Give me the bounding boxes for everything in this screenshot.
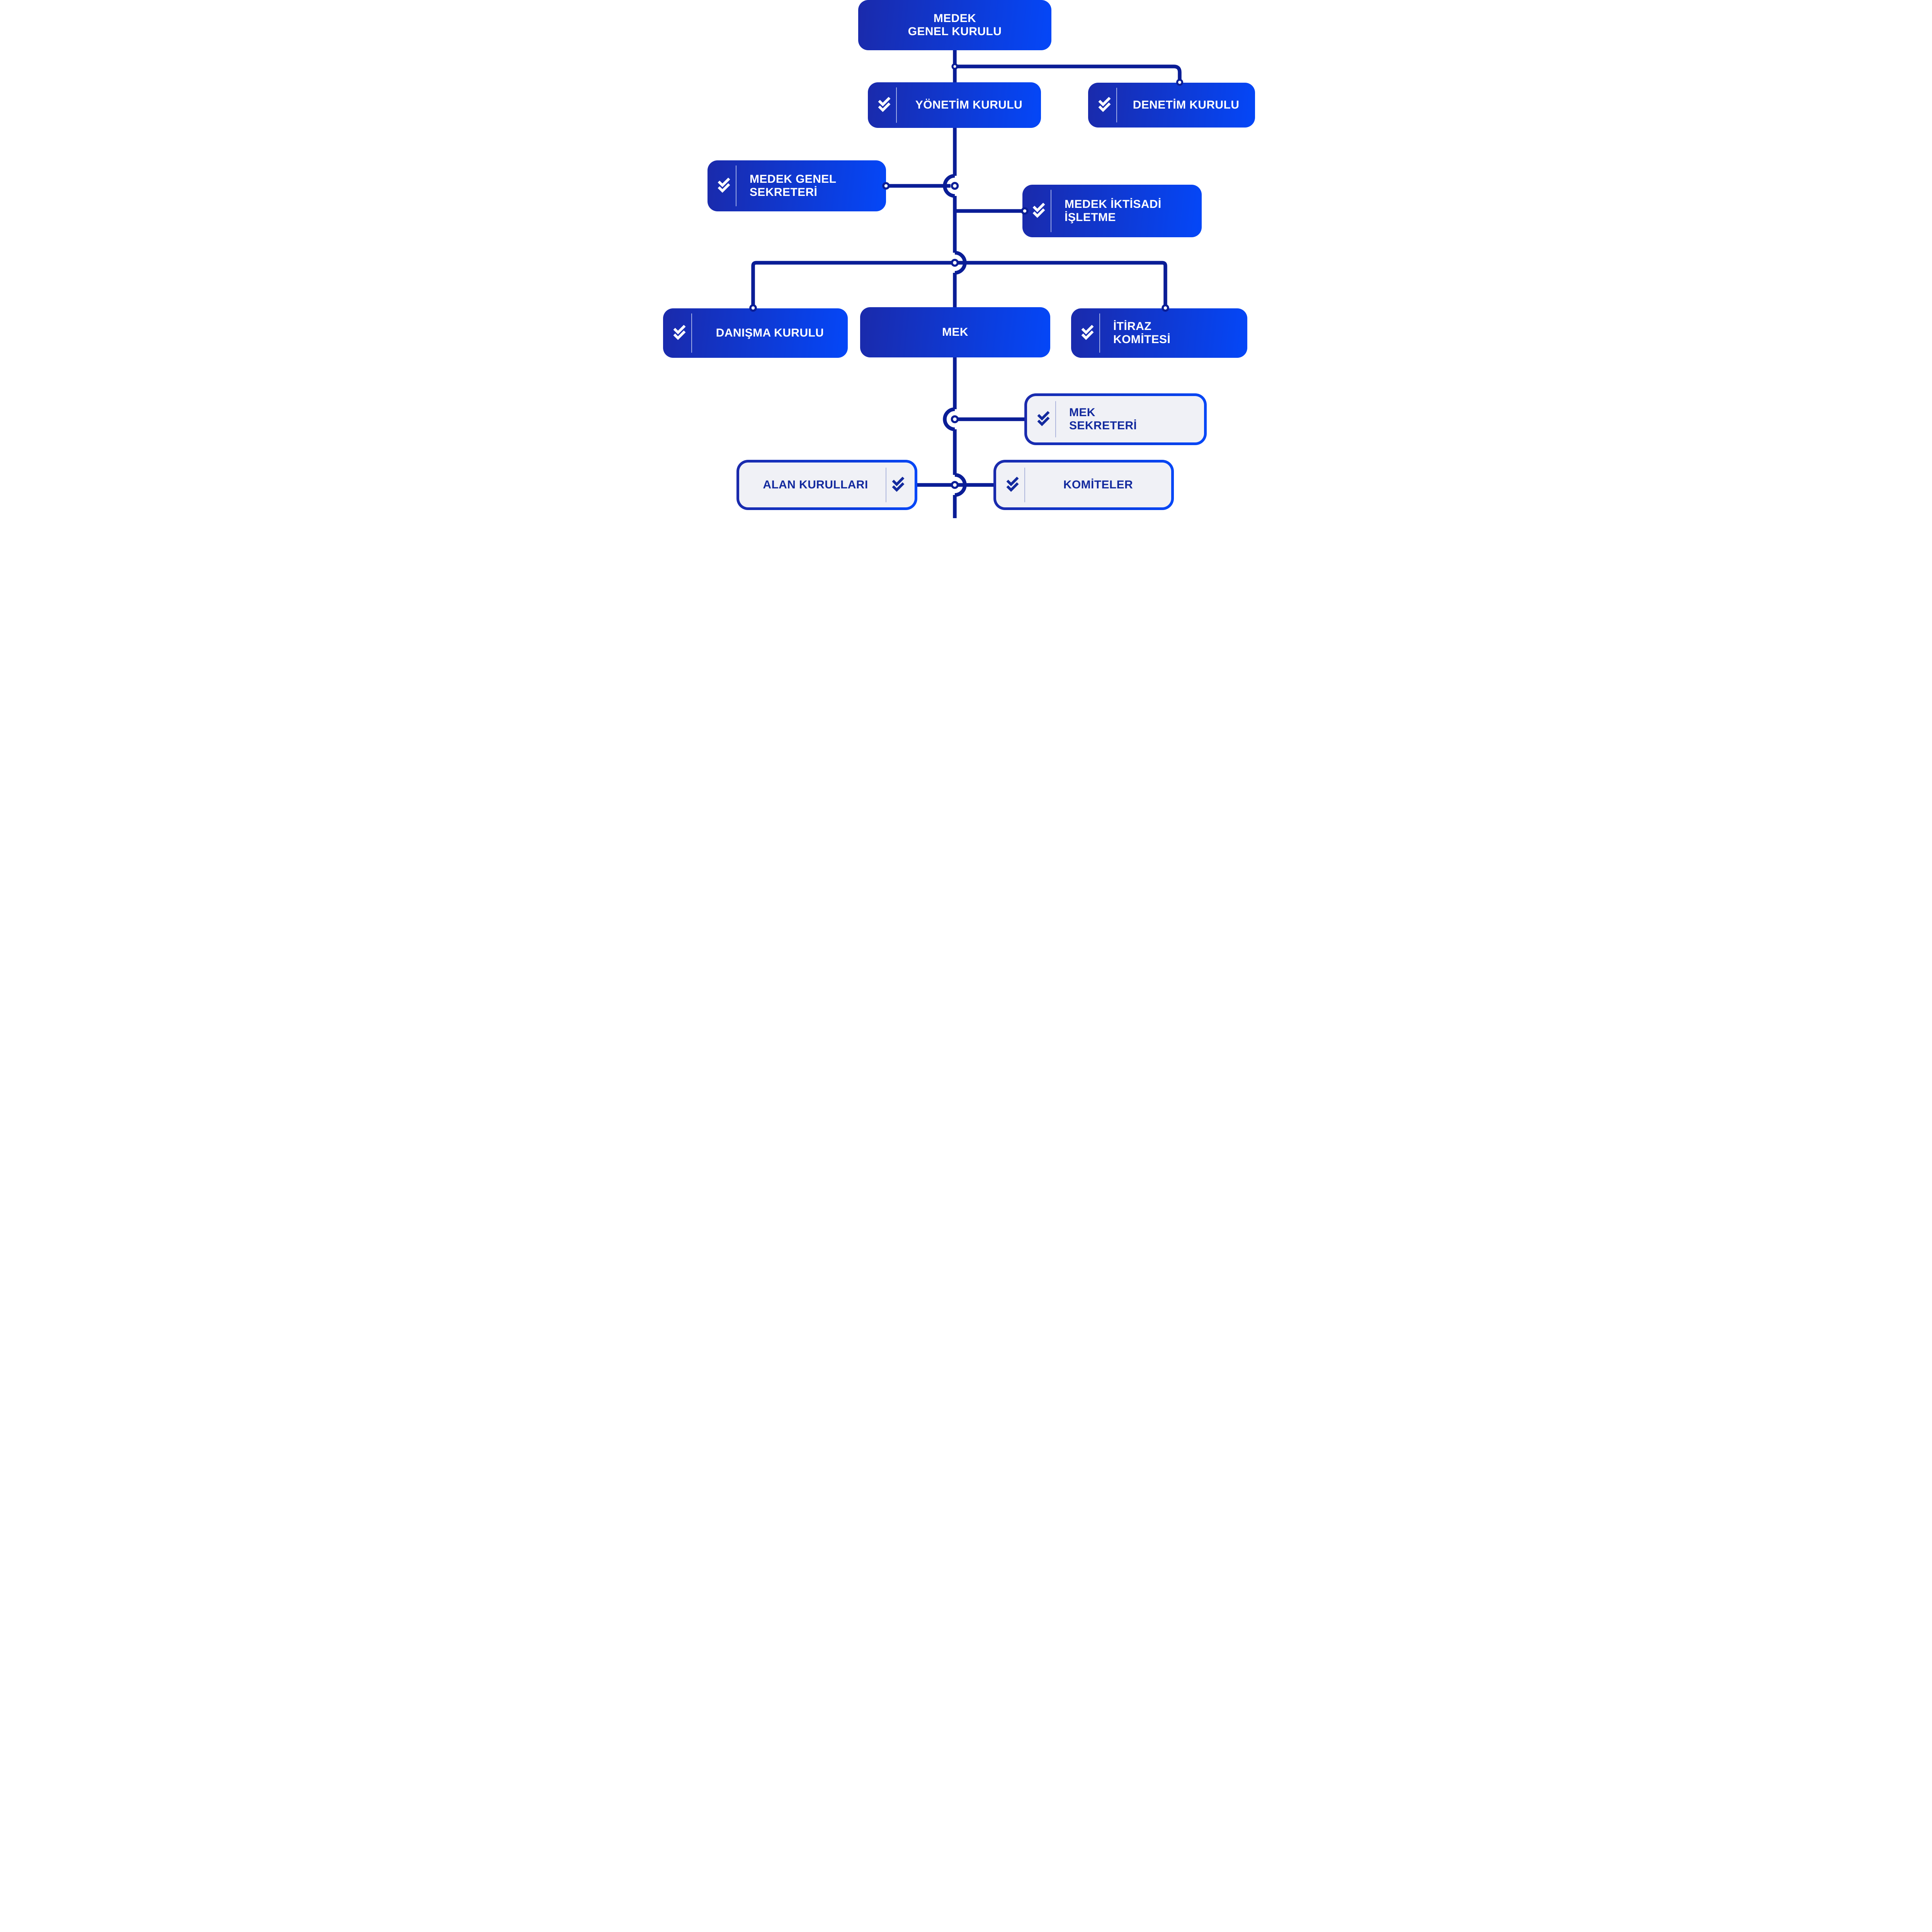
connector (955, 65, 1182, 80)
double-check-down-icon (1081, 325, 1094, 342)
junction-node (951, 415, 959, 423)
box-label: MEDEK GENEL KURULU (908, 12, 1002, 38)
divider (1024, 468, 1025, 502)
junction-arc (954, 251, 967, 275)
double-check-down-icon (673, 325, 686, 342)
box-alan-kurullari: ALAN KURULLARI (736, 460, 917, 510)
box-mek-sekreteri: MEK SEKRETERİ (1024, 393, 1207, 445)
divider (896, 87, 897, 123)
double-check-down-icon (878, 97, 891, 114)
box-label: İTİRAZ KOMİTESİ (1113, 320, 1171, 346)
box-mek: MEK (860, 307, 1050, 357)
box-label: DANIŞMA KURULU (716, 327, 824, 340)
org-chart-canvas: MEDEK GENEL KURULU YÖNETİM KURULU DENETİ… (663, 0, 1269, 518)
double-check-down-icon (1098, 97, 1111, 114)
divider (1055, 401, 1056, 437)
box-medek-iktisadi-isletme: MEDEK İKTİSADİ İŞLETME (1022, 185, 1202, 237)
double-check-down-icon (1037, 411, 1050, 428)
junction-node (951, 259, 959, 267)
box-medek-genel-kurulu: MEDEK GENEL KURULU (858, 0, 1051, 50)
connector (751, 261, 1167, 307)
divider (1116, 88, 1117, 122)
double-check-down-icon (1032, 202, 1045, 219)
junction-node (951, 63, 958, 70)
box-itiraz-komitesi: İTİRAZ KOMİTESİ (1071, 308, 1247, 358)
junction-arc (943, 174, 955, 198)
box-surface: MEK SEKRETERİ (1027, 396, 1204, 442)
divider (1099, 313, 1100, 353)
double-check-down-icon (1006, 476, 1019, 493)
box-denetim-kurulu: DENETİM KURULU (1088, 83, 1255, 128)
divider (691, 313, 692, 353)
box-label: YÖNETİM KURULU (915, 99, 1023, 112)
double-check-down-icon (718, 177, 730, 194)
junction-arc (954, 473, 967, 497)
junction-node (951, 481, 959, 489)
double-check-down-icon (892, 476, 905, 493)
box-label: DENETİM KURULU (1133, 99, 1240, 112)
box-yonetim-kurulu: YÖNETİM KURULU (868, 82, 1041, 128)
box-medek-genel-sekreteri: MEDEK GENEL SEKRETERİ (707, 160, 886, 211)
box-surface: ALAN KURULLARI (739, 463, 915, 507)
box-label: MEDEK GENEL SEKRETERİ (750, 173, 837, 199)
junction-arc (943, 407, 955, 431)
box-label: MEK SEKRETERİ (1069, 406, 1137, 432)
box-surface: KOMİTELER (996, 463, 1171, 507)
box-label: ALAN KURULLARI (763, 478, 868, 492)
box-danisma-kurulu: DANIŞMA KURULU (663, 308, 848, 358)
box-komiteler: KOMİTELER (993, 460, 1174, 510)
box-label: MEK (942, 326, 968, 339)
box-label: MEDEK İKTİSADİ İŞLETME (1065, 198, 1162, 224)
junction-node (951, 182, 959, 190)
box-label: KOMİTELER (1063, 478, 1133, 492)
